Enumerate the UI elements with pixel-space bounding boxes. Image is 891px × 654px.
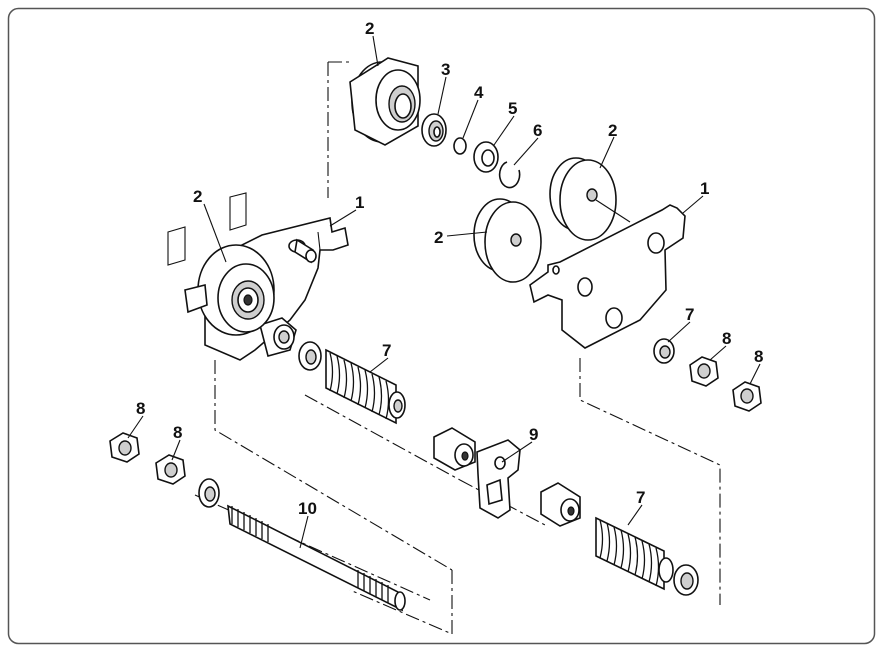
callout-2-left: 2	[193, 187, 202, 206]
right-rollers	[473, 157, 631, 283]
callout-10: 10	[298, 499, 317, 518]
right-hardware	[653, 338, 762, 412]
callout-2-right-b: 2	[434, 228, 443, 247]
leader-lines	[127, 35, 761, 549]
left-roller	[184, 244, 275, 336]
threaded-stud	[227, 504, 406, 612]
callout-7-right: 7	[685, 305, 694, 324]
callout-8-right-a: 8	[722, 329, 731, 348]
callout-2-right-a: 2	[608, 121, 617, 140]
callout-8-right-b: 8	[754, 347, 763, 366]
callout-9: 9	[529, 425, 538, 444]
callout-6: 6	[533, 121, 542, 140]
callout-4: 4	[474, 83, 484, 102]
center-parts	[433, 427, 581, 527]
top-roller-group	[349, 57, 521, 189]
assembly-centerlines	[194, 61, 721, 635]
right-bracket	[529, 204, 686, 349]
callout-8-left-b: 8	[173, 423, 182, 442]
stud-group	[109, 432, 406, 612]
callout-7-bottom: 7	[636, 488, 645, 507]
callout-3: 3	[441, 60, 450, 79]
callout-1-left: 1	[355, 193, 364, 212]
callout-7-left: 7	[382, 341, 391, 360]
callout-labels: 2 3 4 5 6 2 2 1 2 1 7 8 8 7 9 7 8 8 10	[136, 19, 763, 518]
lower-spring-group	[595, 516, 699, 596]
left-spring-group	[298, 341, 406, 425]
callout-8-left-a: 8	[136, 399, 145, 418]
callout-2-top: 2	[365, 19, 374, 38]
callout-1-right: 1	[700, 179, 709, 198]
callout-5: 5	[508, 99, 517, 118]
left-spring	[325, 348, 406, 425]
diagram-border	[7, 7, 876, 645]
